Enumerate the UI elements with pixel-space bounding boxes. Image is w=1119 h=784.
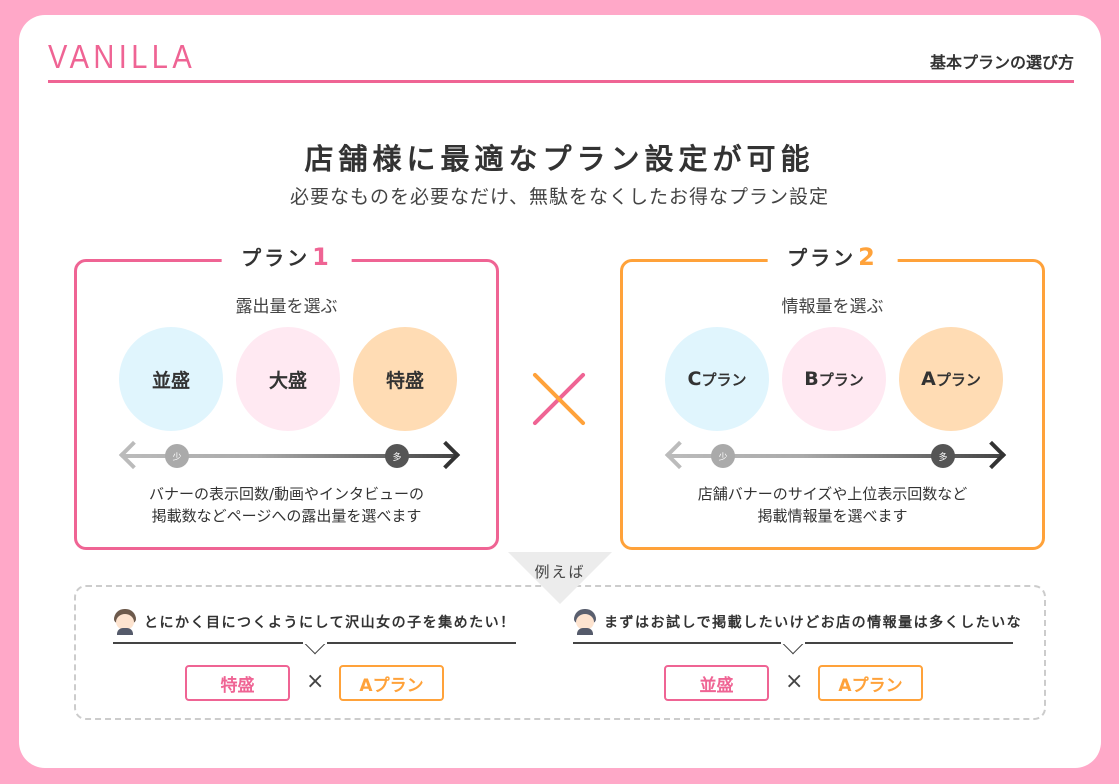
main-subtitle: 必要なものを必要なだけ、無駄をなくしたお得なプラン設定 (289, 186, 830, 208)
result-plan1-tag: 特盛 (185, 665, 290, 701)
plan-2-number: 2 (858, 243, 878, 271)
main-title: 店舗様に最適なプラン設定が可能 (304, 142, 815, 176)
examples-tab: 例えば (508, 552, 612, 604)
option-suffix: プラン (701, 370, 747, 389)
option-letter: B (804, 368, 819, 390)
examples-label: 例えば (534, 563, 586, 581)
result-plan2-tag: Aプラン (339, 665, 444, 701)
example-2-result: 並盛 × Aプラン (664, 665, 924, 701)
example-2-quote: まずはお試しで掲載したいけどお店の情報量は多くしたいな (573, 608, 1021, 636)
option-suffix: プラン (818, 370, 864, 389)
description-line: 掲載情報量を選べます (757, 507, 908, 525)
page-header: VANILLA 基本プランの選び方 (48, 35, 1074, 83)
option-namimori: 並盛 (119, 327, 223, 431)
option-label: 大盛 (268, 369, 307, 392)
scale-more-marker: 多 (931, 444, 955, 468)
divider-with-chevron (573, 631, 1013, 658)
option-suffix: プラン (935, 370, 981, 389)
example-1: とにかく目につくようにして沢山女の子を集めたい！ 特盛 × Aプラン (113, 608, 516, 701)
arrow-left-icon (664, 440, 694, 470)
plan-1-options: 並盛 大盛 特盛 (77, 327, 496, 431)
option-label: 並盛 (151, 369, 190, 392)
example-2: まずはお試しで掲載したいけどお店の情報量は多くしたいな 並盛 × Aプラン (573, 608, 1021, 701)
scale-less-marker: 少 (711, 444, 735, 468)
plan-2-description: 店舗バナーのサイズや上位表示回数など 掲載情報量を選べます (623, 483, 1042, 527)
plan-1-box: プラン1 露出量を選ぶ 並盛 大盛 特盛 少 多 バナーの表示回数/動画やインタ… (74, 242, 499, 550)
quote-text: とにかく目につくようにして沢山女の子を集めたい！ (144, 615, 516, 631)
vanilla-logo[interactable]: VANILLA (48, 38, 197, 75)
times-icon: × (306, 669, 325, 694)
plan-1-number: 1 (312, 243, 332, 271)
scale-more-marker: 多 (385, 444, 409, 468)
arrow-left-icon (118, 440, 148, 470)
plan-2-heading: 情報量を選ぶ (781, 297, 884, 317)
result-plan1-tag: 並盛 (664, 665, 769, 701)
plan-1-description: バナーの表示回数/動画やインタビューの 掲載数などページへの露出量を選べます (77, 483, 496, 527)
down-triangle-icon (508, 552, 612, 604)
result-plan2-tag: Aプラン (818, 665, 923, 701)
example-1-quote: とにかく目につくようにして沢山女の子を集めたい！ (113, 608, 516, 636)
option-label: 特盛 (385, 369, 424, 392)
section-title: 基本プランの選び方 (929, 53, 1074, 72)
male-avatar-icon (573, 609, 597, 635)
option-oomori: 大盛 (236, 327, 340, 431)
multiply-icon (532, 372, 586, 426)
description-line: 掲載数などページへの露出量を選べます (151, 507, 422, 525)
option-letter: C (687, 368, 702, 390)
example-1-result: 特盛 × Aプラン (185, 665, 445, 701)
option-letter: A (921, 368, 936, 390)
plan-1-heading: 露出量を選ぶ (235, 297, 338, 317)
option-tokumori: 特盛 (353, 327, 457, 431)
arrow-right-icon (977, 440, 1007, 470)
plan-1-label: プラン1 (221, 242, 352, 271)
description-line: バナーの表示回数/動画やインタビューの (148, 485, 425, 503)
quote-text: まずはお試しで掲載したいけどお店の情報量は多くしたいな (604, 615, 1023, 631)
scale-line (123, 454, 456, 458)
info-scale: 少 多 (663, 440, 1008, 470)
times-icon: × (785, 669, 804, 694)
scale-line (669, 454, 1002, 458)
plan-1-label-text: プラン (241, 246, 311, 270)
plan-2-label-text: プラン (787, 246, 857, 270)
male-avatar-icon (113, 609, 137, 635)
divider-with-chevron (113, 631, 516, 658)
description-line: 店舗バナーのサイズや上位表示回数など (697, 485, 968, 503)
scale-less-marker: 少 (165, 444, 189, 468)
plan-2-label: プラン2 (767, 242, 898, 271)
arrow-right-icon (431, 440, 461, 470)
exposure-scale: 少 多 (117, 440, 462, 470)
